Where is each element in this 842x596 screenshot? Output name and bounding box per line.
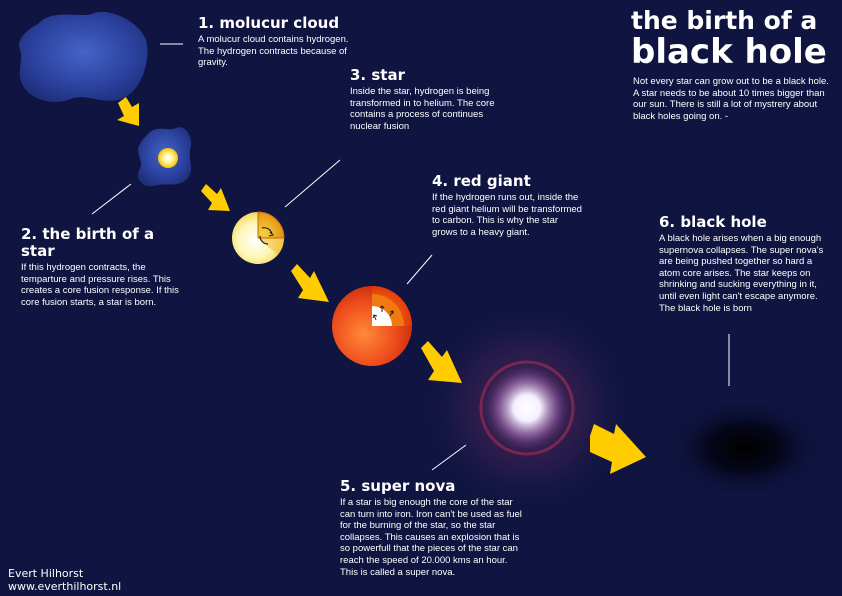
- stage-6-heading: 6. black hole: [659, 213, 767, 231]
- stage-4-block: 4. red giant If the hydrogen runs out, i…: [432, 173, 582, 238]
- supernova-illustration: [417, 298, 637, 518]
- molecular-cloud-illustration: [19, 11, 148, 103]
- author-website[interactable]: www.everthilhorst.nl: [8, 580, 122, 593]
- title-line-2: black hole: [631, 32, 827, 72]
- arrow-star-to-red-giant: [291, 264, 329, 302]
- stage-3-block: 3. star Inside the star, hydrogen is bei…: [350, 67, 500, 132]
- stage-2-heading: 2. the birth of a star: [21, 225, 155, 260]
- stage-6-text: A black hole arises when a big enough su…: [659, 233, 824, 314]
- stage-4-text: If the hydrogen runs out, inside the red…: [432, 192, 582, 238]
- arrow-supernova-to-black-hole: [590, 424, 646, 474]
- stage-2-block: 2. the birth of a star If this hydrogen …: [21, 226, 186, 308]
- connector-star: [284, 159, 341, 208]
- arrow-cloud-to-protostar: [117, 97, 139, 126]
- stage-1-heading: 1. molucur cloud: [198, 14, 340, 32]
- connector-super-nova: [431, 444, 467, 471]
- red-giant-illustration: [332, 286, 412, 366]
- title-line-1: the birth of a: [631, 6, 818, 35]
- stage-1-text: A molucur cloud contains hydrogen. The h…: [198, 34, 349, 69]
- author-name: Evert Hilhorst: [8, 567, 84, 580]
- stage-6-block: 6. black hole A black hole arises when a…: [659, 214, 834, 314]
- stage-3-text: Inside the star, hydrogen is being trans…: [350, 86, 495, 132]
- stage-5-heading: 5. super nova: [340, 477, 456, 495]
- stage-4-heading: 4. red giant: [432, 172, 531, 190]
- stage-1-block: 1. molucur cloud A molucur cloud contain…: [198, 15, 360, 69]
- connector-birth-of-star: [91, 183, 132, 215]
- intro-text: Not every star can grow out to be a blac…: [633, 76, 829, 122]
- star-illustration: [232, 211, 285, 264]
- black-hole-illustration: [665, 398, 825, 498]
- arrows: [117, 97, 646, 474]
- arrow-red-giant-to-supernova: [421, 341, 462, 383]
- stage-5-text: If a star is big enough the core of the …: [340, 497, 522, 578]
- stage-2-text: If this hydrogen contracts, the tempartu…: [21, 262, 179, 308]
- connector-red-giant: [406, 254, 433, 285]
- connector-lines: [91, 43, 730, 471]
- arrow-protostar-to-star: [201, 184, 230, 211]
- stage-5-block: 5. super nova If a star is big enough th…: [340, 478, 525, 578]
- protostar-illustration: [137, 127, 192, 187]
- stage-3-heading: 3. star: [350, 66, 405, 84]
